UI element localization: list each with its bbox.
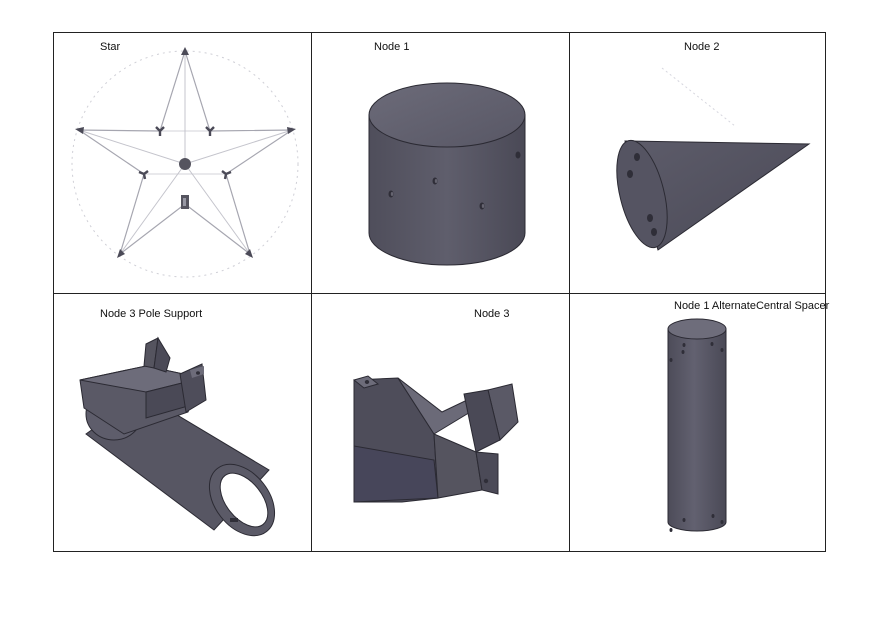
panel-label-star: Star <box>100 41 121 53</box>
star-inner-nodes <box>138 126 232 180</box>
node1-body <box>368 114 526 266</box>
panel-label-node2: Node 2 <box>684 41 720 53</box>
panel-label-node1: Node 1 <box>374 41 410 53</box>
panel-node1: Node 1 <box>312 33 569 293</box>
panel-star: Star <box>54 33 311 293</box>
pole-support-tube-bore <box>219 472 269 528</box>
node3-drawing <box>352 375 519 503</box>
panel-node3: Node 3 <box>312 294 569 553</box>
panel-label-node3-pole-support: Node 3 Pole Support <box>100 308 203 320</box>
panel-label-node3: Node 3 <box>474 308 510 320</box>
spacer-cylinder-body <box>667 328 727 532</box>
panel-node1-alt-spacer: Node 1 AlternateCentral Spacer <box>570 294 830 553</box>
node2-drawing <box>616 67 811 251</box>
grid-divider-vertical-2 <box>569 33 570 551</box>
panel-node3-pole-support: Node 3 Pole Support <box>54 294 311 553</box>
spacer-top-face <box>667 318 727 340</box>
node1-alt-spacer-drawing <box>667 318 727 532</box>
star-spokes <box>78 51 293 255</box>
node2-base-face <box>616 139 668 249</box>
panel-label-node1-alt-spacer: Node 1 AlternateCentral Spacer <box>674 300 830 312</box>
grid-divider-vertical-1 <box>311 33 312 551</box>
panel-node2: Node 2 <box>570 33 827 293</box>
star-guide-circle <box>71 50 299 278</box>
node3-pole-support-drawing <box>79 336 276 537</box>
spacer-holes <box>669 342 724 532</box>
star-drawing <box>71 47 299 278</box>
grid-divider-horizontal <box>54 293 825 294</box>
star-tip-nodes <box>75 47 296 258</box>
node2-holes <box>627 153 657 236</box>
drawing-sheet: Star <box>53 32 830 553</box>
star-center-hub <box>179 158 191 170</box>
node1-top-face <box>368 82 526 148</box>
node1-drawing <box>368 82 526 266</box>
